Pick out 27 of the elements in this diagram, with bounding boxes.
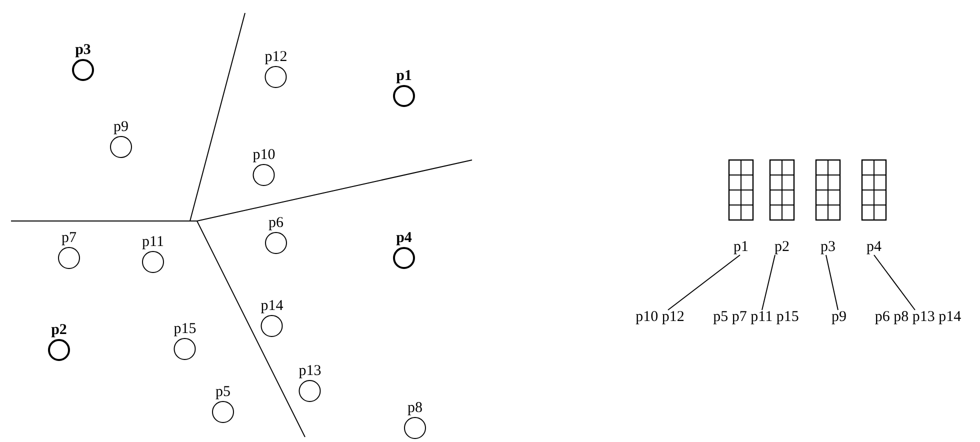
point-label: p8 <box>408 401 422 416</box>
point-label: p10 <box>252 148 276 163</box>
point-list: p10 p12 <box>636 309 684 326</box>
point-list: p9 <box>832 309 846 326</box>
leader-line <box>826 254 838 310</box>
bucket-label: p3 <box>820 239 836 256</box>
point-label: p11 <box>142 235 164 250</box>
point-label: p5 <box>216 385 230 400</box>
point-label: p3 <box>75 43 91 58</box>
bucket-label: p4 <box>866 239 882 256</box>
point-label: p6 <box>268 216 284 231</box>
leader-line <box>874 254 916 310</box>
point-label: p13 <box>298 364 322 379</box>
bucket-label: p1 <box>734 239 748 256</box>
point-label: p7 <box>62 231 76 246</box>
point-label: p1 <box>396 69 412 84</box>
point-label: p2 <box>51 323 67 338</box>
leader-line <box>762 254 776 310</box>
point-label: p4 <box>396 231 412 246</box>
point-label: p14 <box>260 299 284 314</box>
bucket-label: p2 <box>774 239 790 256</box>
point-list: p5 p7 p11 p15 <box>713 309 799 326</box>
point-label: p15 <box>174 322 196 337</box>
point-label: p9 <box>114 120 128 135</box>
leader-line <box>668 254 740 310</box>
point-list: p6 p8 p13 p14 <box>874 309 962 326</box>
point-label: p12 <box>264 50 288 65</box>
